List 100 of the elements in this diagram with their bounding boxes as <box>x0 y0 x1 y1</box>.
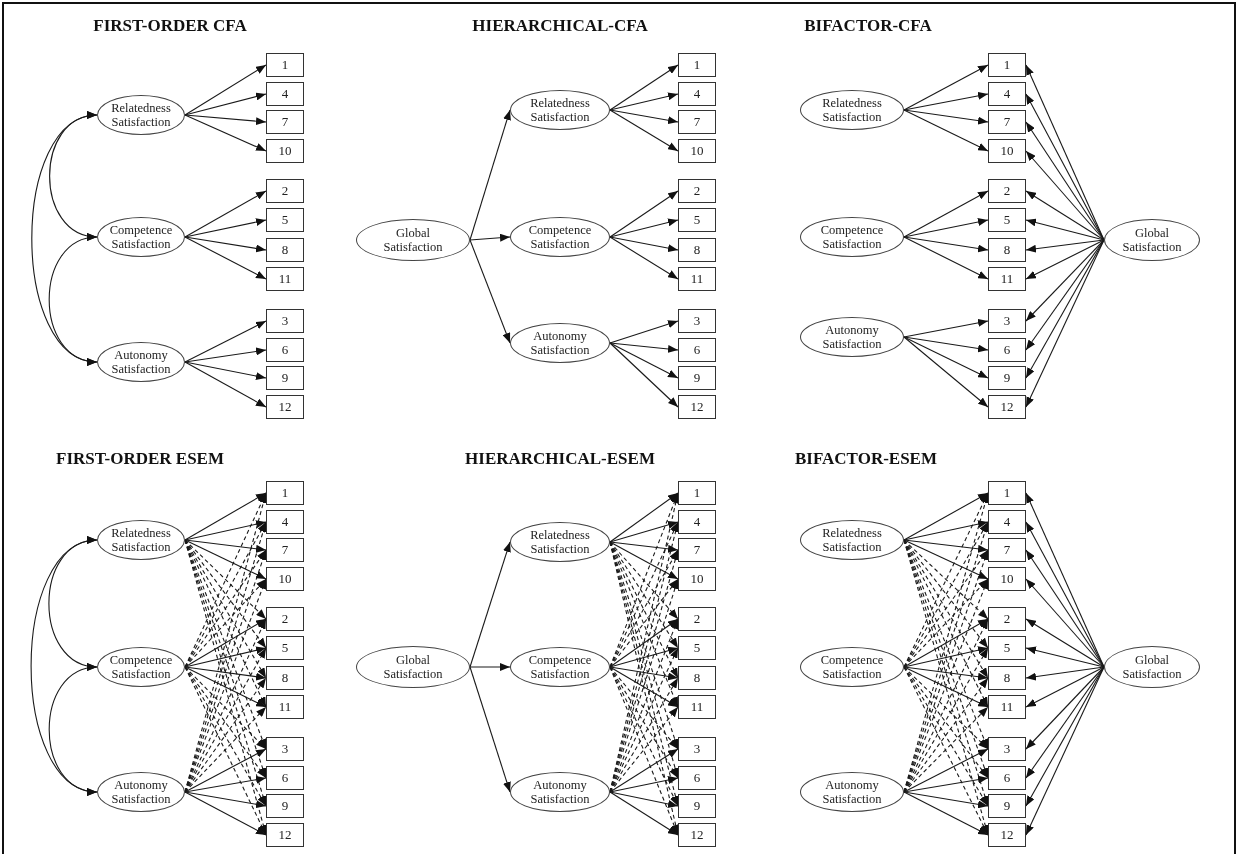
factor-label: Relatedness Satisfaction <box>110 100 172 130</box>
item-number: 3 <box>693 741 701 757</box>
dashed-arrow <box>903 539 989 649</box>
indicator-box <box>988 82 1026 106</box>
panel-title: BIFACTOR-CFA <box>804 16 932 36</box>
item-number: 2 <box>281 611 289 627</box>
indicator-box <box>266 636 304 660</box>
arrow <box>1025 666 1105 681</box>
indicator-box <box>266 666 304 690</box>
arrow <box>184 539 267 580</box>
indicator-box <box>678 567 716 591</box>
arrow <box>903 520 989 541</box>
arrow <box>184 114 267 152</box>
item-number: 7 <box>693 114 701 130</box>
indicator-box <box>678 238 716 262</box>
item-number: 9 <box>1003 370 1011 386</box>
factor-label: Autonomy Satisfaction <box>529 328 591 358</box>
arrow <box>1025 218 1105 241</box>
item-number: 8 <box>1003 670 1011 686</box>
item-number: 6 <box>693 770 701 786</box>
item-number: 5 <box>281 640 289 656</box>
dashed-arrow <box>609 706 679 793</box>
arrow <box>609 342 679 408</box>
indicator-box <box>266 607 304 631</box>
indicator-box <box>266 208 304 232</box>
item-number: 3 <box>693 313 701 329</box>
panel-title: HIERARCHICAL-ESEM <box>465 449 655 469</box>
arrow <box>1025 618 1105 668</box>
arrow <box>609 109 679 152</box>
dashed-arrow <box>184 706 267 793</box>
arrow <box>609 646 679 668</box>
factor-label: Relatedness Satisfaction <box>110 525 172 555</box>
arrow <box>609 541 679 580</box>
item-number: 11 <box>278 271 292 287</box>
arrow <box>1025 646 1105 668</box>
indicator-box <box>678 794 716 818</box>
item-number: 6 <box>693 342 701 358</box>
indicator-box <box>988 208 1026 232</box>
indicator-box <box>678 309 716 333</box>
item-number: 9 <box>281 798 289 814</box>
arrow <box>609 218 679 238</box>
latent-factor-ellipse <box>510 323 610 363</box>
indicator-box <box>678 366 716 390</box>
factor-label: Global Satisfaction <box>382 225 444 255</box>
indicator-box <box>988 238 1026 262</box>
arrow <box>184 791 267 836</box>
indicator-box <box>988 395 1026 419</box>
arrow <box>903 64 989 111</box>
indicator-box <box>678 607 716 631</box>
indicator-box <box>266 53 304 77</box>
factor-label: Competence Satisfaction <box>527 652 593 682</box>
arrow <box>609 236 679 280</box>
arrow <box>1025 549 1105 668</box>
item-number: 4 <box>1003 514 1011 530</box>
indicator-box <box>266 395 304 419</box>
item-number: 12 <box>1000 399 1014 415</box>
indicator-box <box>988 139 1026 163</box>
item-number: 8 <box>281 670 289 686</box>
arrow <box>1025 239 1105 280</box>
indicator-box <box>678 538 716 562</box>
arrow <box>469 666 511 793</box>
item-number: 4 <box>1003 86 1011 102</box>
arrow <box>184 666 267 681</box>
item-number: 8 <box>1003 242 1011 258</box>
indicator-box <box>266 538 304 562</box>
latent-factor-ellipse <box>1104 219 1200 261</box>
indicator-box <box>678 481 716 505</box>
indicator-box <box>266 309 304 333</box>
arrow <box>903 492 989 541</box>
item-number: 11 <box>1000 271 1014 287</box>
indicator-box <box>678 395 716 419</box>
arrow <box>184 618 267 668</box>
factor-label: Competence Satisfaction <box>527 222 593 252</box>
item-number: 7 <box>693 542 701 558</box>
item-number: 3 <box>281 741 289 757</box>
factor-label: Relatedness Satisfaction <box>529 95 591 125</box>
arrow <box>609 492 679 543</box>
item-number: 5 <box>1003 640 1011 656</box>
dashed-arrow <box>903 677 989 793</box>
arrow <box>609 236 679 253</box>
arrow <box>609 190 679 238</box>
factor-label: Global Satisfaction <box>1121 652 1183 682</box>
indicator-box <box>266 179 304 203</box>
factor-label: Autonomy Satisfaction <box>529 777 591 807</box>
dashed-arrow <box>609 666 679 779</box>
latent-factor-ellipse <box>510 647 610 687</box>
latent-factor-ellipse <box>97 647 185 687</box>
indicator-box <box>678 267 716 291</box>
indicator-box <box>988 636 1026 660</box>
arrow <box>469 663 511 671</box>
dashed-arrow <box>609 541 679 620</box>
item-number: 10 <box>1000 143 1014 159</box>
indicator-box <box>988 338 1026 362</box>
arrow <box>609 791 679 836</box>
item-number: 8 <box>693 242 701 258</box>
arrow <box>609 748 679 793</box>
arrow <box>184 539 267 553</box>
arrow <box>903 336 989 353</box>
item-number: 10 <box>690 143 704 159</box>
arrow <box>184 666 267 708</box>
